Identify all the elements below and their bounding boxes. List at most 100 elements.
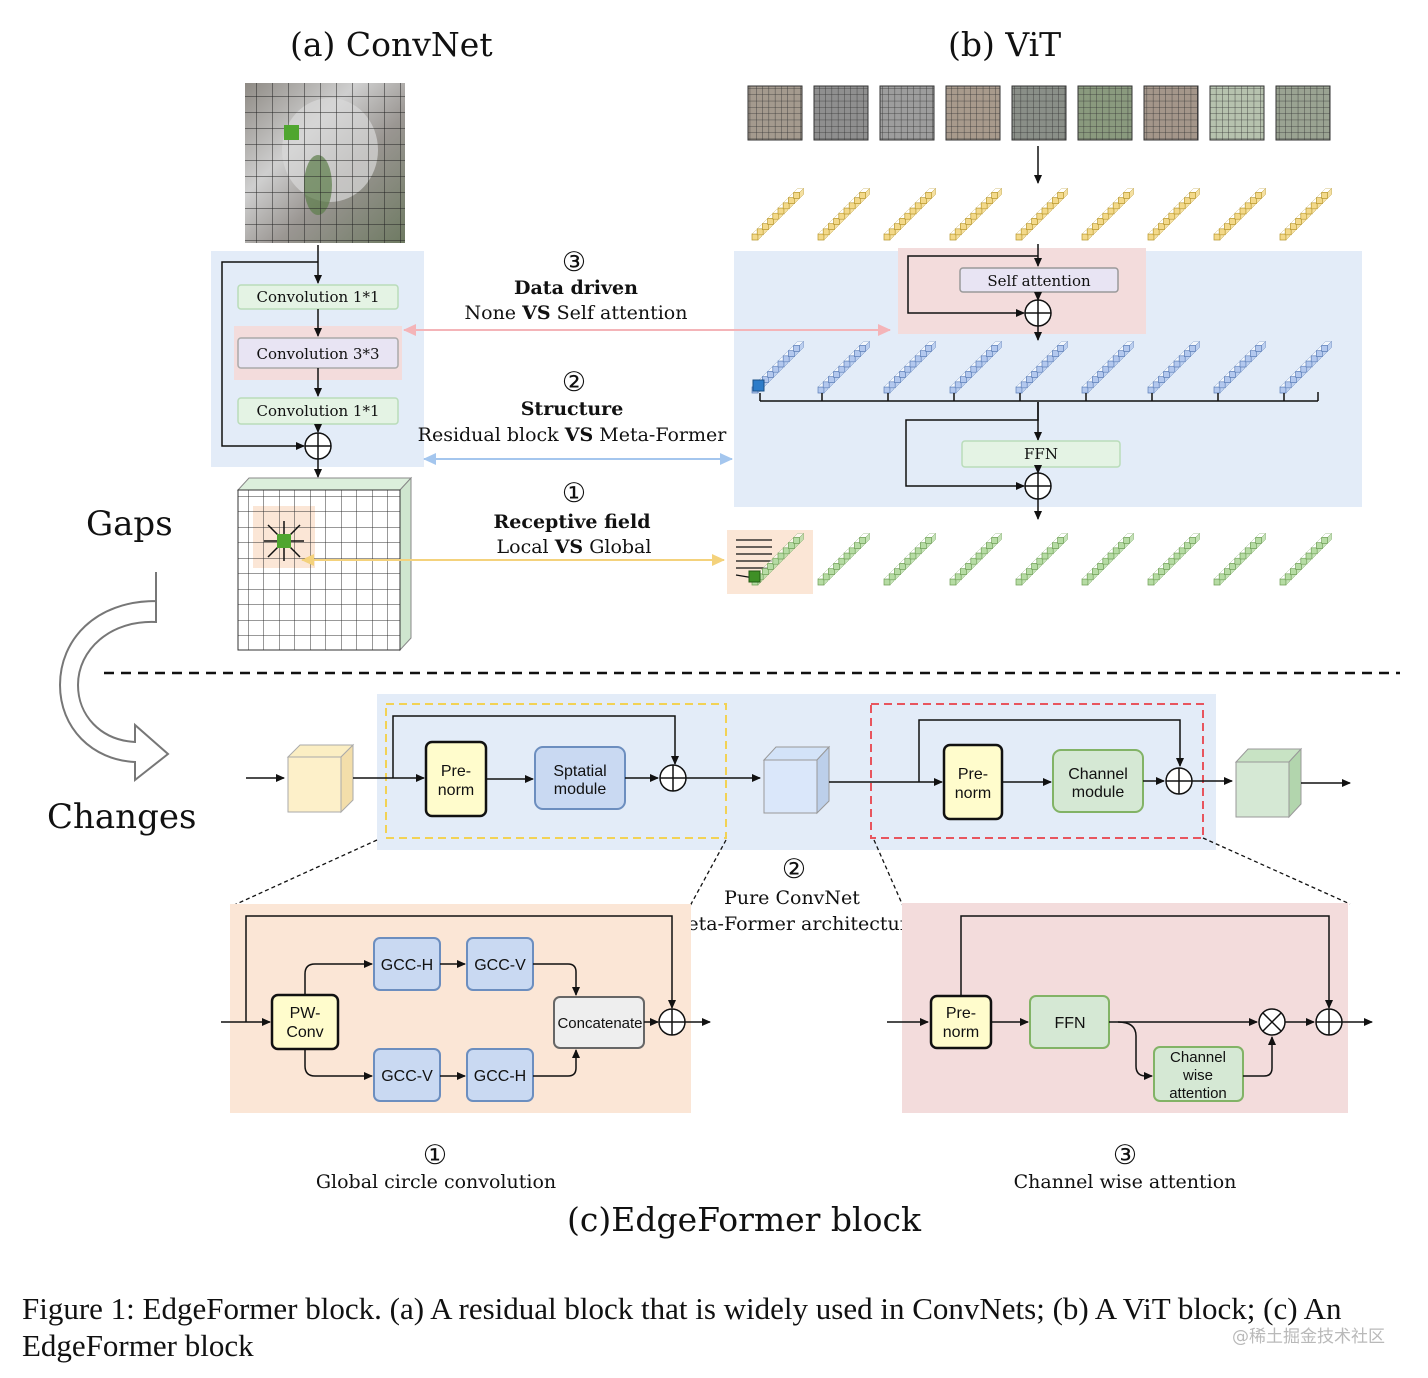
structure-number: ② bbox=[562, 367, 586, 398]
edgeformer-title: (c)EdgeFormer block bbox=[567, 1200, 922, 1239]
image-patch bbox=[945, 85, 1001, 141]
receptive-desc: Local VS Global bbox=[497, 536, 652, 558]
convnet-title: (a) ConvNet bbox=[290, 25, 493, 64]
channel-dashed-frame bbox=[870, 703, 1204, 839]
gcc-h-top-label: GCC-H bbox=[381, 957, 433, 974]
conv1x1-bottom-label: Convolution 1*1 bbox=[256, 402, 379, 420]
spatial-dashed-frame bbox=[385, 703, 727, 839]
attended-token bbox=[1015, 340, 1069, 394]
gcc-h-bottom-label: GCC-H bbox=[474, 1068, 526, 1085]
output-token bbox=[1213, 532, 1267, 586]
attended-token bbox=[817, 340, 871, 394]
feature-map-cube bbox=[236, 476, 413, 652]
gcc-label: Global circle convolution bbox=[316, 1171, 556, 1193]
input-token bbox=[751, 187, 805, 241]
data-driven-title: Data driven bbox=[514, 277, 638, 299]
pw-conv-label: PW-Conv bbox=[286, 1005, 323, 1041]
self-attention-label: Self attention bbox=[987, 272, 1091, 290]
input-token bbox=[1213, 187, 1267, 241]
attended-token bbox=[883, 340, 937, 394]
add-icon bbox=[1315, 1008, 1343, 1036]
output-token bbox=[1279, 532, 1333, 586]
gcc-number: ① bbox=[423, 1140, 447, 1171]
cwa-ffn-label: FFN bbox=[1054, 1015, 1085, 1032]
structure-title: Structure bbox=[521, 398, 624, 420]
output-token bbox=[949, 532, 1003, 586]
image-patch bbox=[747, 85, 803, 141]
koala-input-image bbox=[245, 83, 405, 243]
residual-block: Convolution 1*1 Convolution 3*3 Convolut… bbox=[211, 245, 424, 478]
meta-former-label: Meta-Former architecture bbox=[668, 913, 920, 935]
input-token bbox=[883, 187, 937, 241]
image-patch bbox=[813, 85, 869, 141]
token-bus-lines bbox=[759, 392, 1319, 402]
image-patch bbox=[1077, 85, 1133, 141]
output-token bbox=[883, 532, 937, 586]
cwa-label: Channel wise attention bbox=[1014, 1171, 1237, 1193]
attended-token-row bbox=[751, 340, 1333, 394]
output-token bbox=[1015, 532, 1069, 586]
intermediate-cube bbox=[762, 745, 831, 815]
input-token bbox=[1279, 187, 1333, 241]
gcc-v-top-label: GCC-V bbox=[474, 957, 526, 974]
add-icon bbox=[1165, 767, 1193, 795]
input-token bbox=[1081, 187, 1135, 241]
input-cube bbox=[286, 743, 355, 814]
local-receptive-star-icon bbox=[264, 521, 304, 561]
conv1x1-top-label: Convolution 1*1 bbox=[256, 288, 379, 306]
input-token-row bbox=[751, 187, 1333, 241]
cwa-number: ③ bbox=[1113, 1140, 1137, 1171]
figure-caption: Figure 1: EdgeFormer block. (a) A residu… bbox=[22, 1291, 1342, 1363]
output-token bbox=[1081, 532, 1135, 586]
cwa-prenorm-label: Pre-norm bbox=[943, 1005, 979, 1041]
add-icon bbox=[1024, 472, 1052, 500]
add-icon bbox=[659, 764, 687, 792]
structure-desc: Residual block VS Meta-Former bbox=[418, 424, 728, 446]
pure-convnet-label: Pure ConvNet bbox=[724, 887, 860, 909]
image-patch bbox=[1143, 85, 1199, 141]
gcc-v-bottom-box bbox=[373, 1048, 441, 1102]
gcc-v-bottom-label: GCC-V bbox=[381, 1068, 433, 1085]
add-icon bbox=[658, 1008, 686, 1036]
gcc-h-bottom-box bbox=[466, 1048, 534, 1102]
concatenate-label: Concatenate bbox=[557, 1015, 642, 1032]
ffn-label: FFN bbox=[1024, 445, 1058, 463]
convolution-kernel-pixel bbox=[284, 125, 299, 140]
image-patch bbox=[1011, 85, 1067, 141]
watermark: @稀土掘金技术社区 bbox=[1232, 1327, 1385, 1347]
conv3x3-label: Convolution 3*3 bbox=[256, 345, 379, 363]
channel-prenorm-label: Pre-norm bbox=[955, 766, 991, 802]
output-token bbox=[1147, 532, 1201, 586]
multiply-icon bbox=[1258, 1008, 1286, 1036]
input-token bbox=[1147, 187, 1201, 241]
output-token bbox=[817, 532, 871, 586]
pure-convnet-number: ② bbox=[782, 854, 806, 885]
image-patch bbox=[1209, 85, 1265, 141]
spatial-prenorm-label: Pre-norm bbox=[438, 763, 474, 799]
receptive-title: Receptive field bbox=[494, 511, 651, 533]
image-patch-row bbox=[747, 85, 1331, 141]
attended-token bbox=[1147, 340, 1201, 394]
attended-token bbox=[1081, 340, 1135, 394]
image-patch bbox=[879, 85, 935, 141]
input-token bbox=[949, 187, 1003, 241]
input-token bbox=[1015, 187, 1069, 241]
channel-wise-attention-box bbox=[1153, 1046, 1244, 1102]
input-token bbox=[817, 187, 871, 241]
attended-token bbox=[1279, 340, 1333, 394]
vit-title: (b) ViT bbox=[948, 25, 1061, 64]
add-icon bbox=[304, 432, 332, 460]
attended-token bbox=[949, 340, 1003, 394]
output-cube bbox=[1234, 747, 1303, 819]
changes-label: Changes bbox=[47, 797, 196, 837]
image-patch bbox=[1275, 85, 1331, 141]
data-driven-number: ③ bbox=[562, 247, 586, 278]
global-attention-lines-icon bbox=[735, 539, 772, 580]
add-icon bbox=[1024, 299, 1052, 327]
gaps-label: Gaps bbox=[86, 504, 173, 544]
data-driven-desc: None VS Self attention bbox=[465, 302, 688, 324]
